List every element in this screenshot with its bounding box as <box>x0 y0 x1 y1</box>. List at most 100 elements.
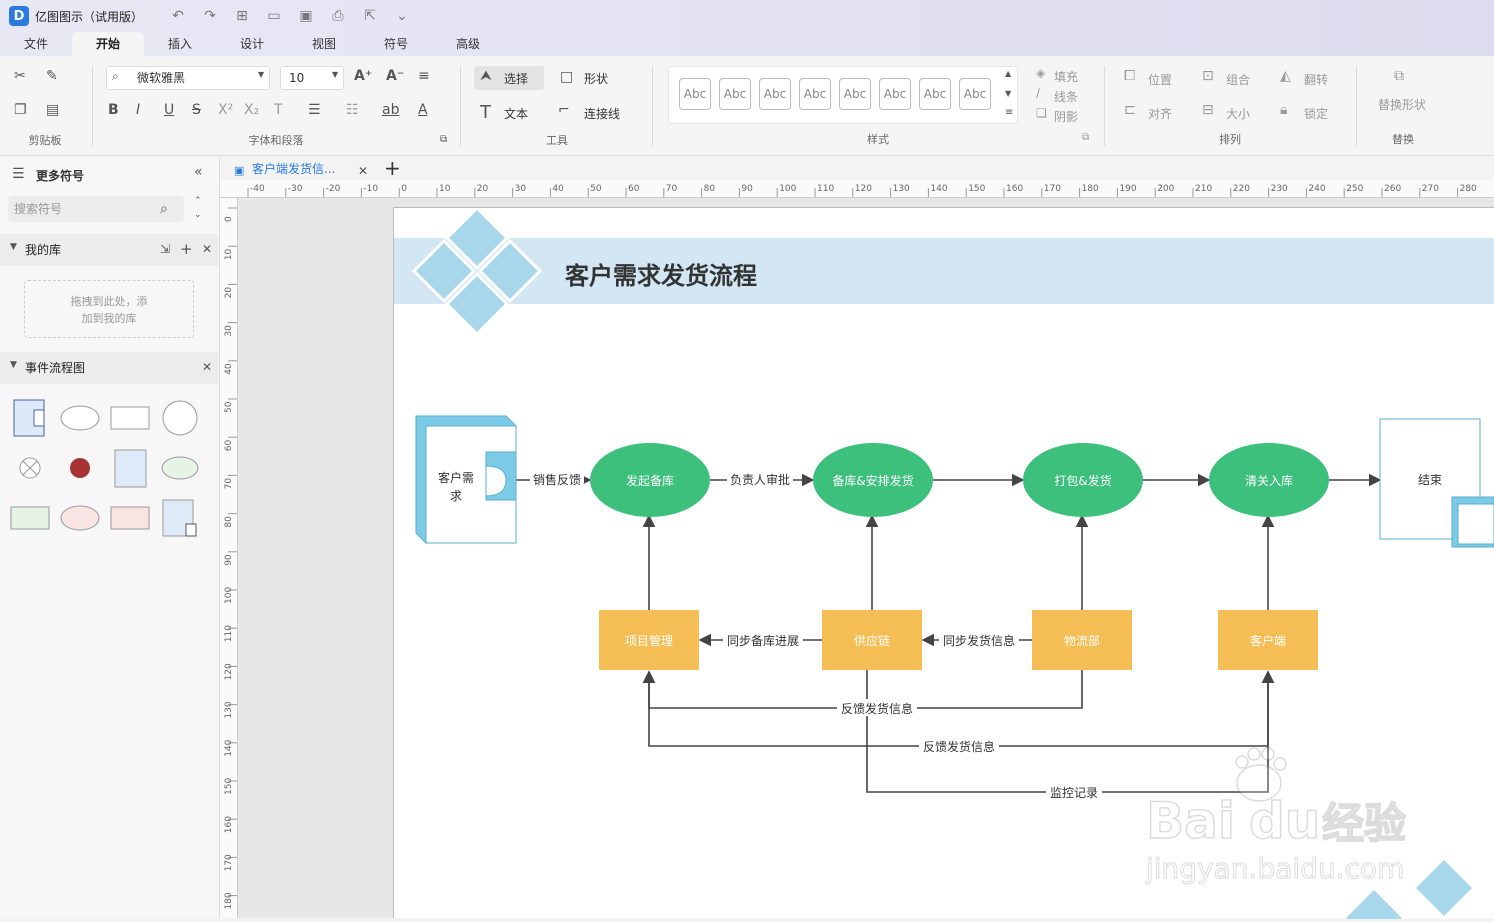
bold-icon[interactable]: B <box>108 102 119 118</box>
shape-rectangle[interactable] <box>110 406 150 430</box>
library-drop-zone[interactable]: 拖拽到此处，添 加到我的库 <box>24 280 194 338</box>
shape-terminate[interactable] <box>19 457 41 479</box>
flip-icon[interactable]: ◭ <box>1280 68 1291 84</box>
paragraph-align-icon[interactable]: ≡ <box>418 68 430 84</box>
font-grow-icon[interactable]: A⁺ <box>354 68 373 84</box>
edge-label-sync-ship[interactable]: 同步发货信息 <box>943 633 1015 648</box>
scroll-up-icon[interactable]: ▲ <box>1005 69 1012 78</box>
shape-green-ellipse[interactable] <box>161 456 199 480</box>
redo-icon[interactable]: ↷ <box>204 8 216 24</box>
menu-home[interactable]: 开始 <box>72 32 144 56</box>
paste-icon[interactable]: ▤ <box>46 102 60 118</box>
rect-node-3[interactable]: 物流部 <box>1032 610 1132 670</box>
shadow-label[interactable]: 阴影 <box>1054 110 1079 124</box>
edge-label-sales-feedback[interactable]: 销售反馈 <box>533 472 581 487</box>
bullet-list-icon[interactable]: ☷ <box>346 102 359 118</box>
style-preset-4[interactable]: Abc <box>799 78 831 110</box>
oval-node-2[interactable]: 备库&安排发货 <box>813 443 933 517</box>
export-icon[interactable]: ⇱ <box>364 8 376 24</box>
shape-start-event[interactable] <box>13 399 45 437</box>
style-preset-8[interactable]: Abc <box>959 78 991 110</box>
italic-icon[interactable]: I <box>136 102 141 118</box>
connector-icon[interactable]: ⌐ <box>558 102 570 118</box>
edge-label-sync-stock[interactable]: 同步备库进展 <box>727 633 799 648</box>
save-icon[interactable]: ▣ <box>299 8 313 24</box>
oval-node-1[interactable]: 发起备库 <box>590 443 710 517</box>
replace-shape-label[interactable]: 替换形状 <box>1378 98 1427 112</box>
highlight-icon[interactable]: ab <box>382 102 400 118</box>
text-tool-icon[interactable]: T <box>480 102 491 123</box>
shadow-icon[interactable]: ❏ <box>1036 106 1047 120</box>
shape-pink-ellipse[interactable] <box>60 505 100 531</box>
close-tab-icon[interactable]: ✕ <box>358 164 369 178</box>
line-label[interactable]: 线条 <box>1054 90 1079 104</box>
my-library-header[interactable]: 我的库 <box>0 234 218 266</box>
position-icon[interactable]: ⧠ <box>1124 68 1136 84</box>
font-name-select[interactable]: 微软雅黑 <box>106 66 270 90</box>
group-label[interactable]: 组合 <box>1226 73 1251 87</box>
align-icon[interactable]: ⊏ <box>1124 102 1136 118</box>
style-preset-6[interactable]: Abc <box>879 78 911 110</box>
symbol-search-input[interactable]: 搜索符号 <box>8 196 184 222</box>
edge-label-feedback-2[interactable]: 反馈发货信息 <box>923 739 995 754</box>
collapse-icon[interactable]: « <box>194 164 203 180</box>
select-tool[interactable]: ⮝ 选择 <box>474 66 544 90</box>
shape-ellipse[interactable] <box>60 405 100 431</box>
document-tab[interactable]: ▣ 客户端发货信... ✕ <box>228 158 376 182</box>
superscript-icon[interactable]: X² <box>218 102 234 118</box>
rectangle-icon[interactable]: □ <box>560 69 574 85</box>
rect-node-2[interactable]: 供应链 <box>822 610 922 670</box>
align-label[interactable]: 对齐 <box>1148 107 1173 121</box>
underline-icon[interactable]: U <box>164 102 175 118</box>
shape-green-rect[interactable] <box>10 506 50 530</box>
event-flowchart-header[interactable]: 事件流程图 <box>0 352 218 384</box>
end-shape[interactable]: 结束 <box>1379 418 1494 548</box>
strikethrough-icon[interactable]: S <box>192 102 201 118</box>
connector-label[interactable]: 连接线 <box>584 107 621 121</box>
expand-triangle-icon[interactable]: ▼ <box>10 242 17 252</box>
edge-label-feedback-1[interactable]: 反馈发货信息 <box>841 701 913 716</box>
fill-label[interactable]: 填充 <box>1054 70 1079 84</box>
size-icon[interactable]: ⊟ <box>1202 102 1214 118</box>
copy-icon[interactable]: ❐ <box>14 102 27 118</box>
oval-node-4[interactable]: 清关入库 <box>1209 443 1329 517</box>
edge-label-monitor[interactable]: 监控记录 <box>1050 786 1098 800</box>
format-painter-icon[interactable]: ✎ <box>46 68 58 84</box>
edge-label-manager-approve[interactable]: 负责人审批 <box>730 472 790 487</box>
cut-icon[interactable]: ✂ <box>14 68 26 84</box>
rect-node-1[interactable]: 项目管理 <box>599 610 699 670</box>
line-icon[interactable]: ∕ <box>1036 86 1041 100</box>
menu-insert[interactable]: 插入 <box>167 37 192 51</box>
lock-label[interactable]: 锁定 <box>1304 107 1329 121</box>
open-folder-icon[interactable]: ▭ <box>267 8 281 24</box>
chevron-up-icon[interactable]: ⌃ <box>194 196 202 206</box>
new-file-icon[interactable]: ⊞ <box>236 8 248 24</box>
shape-pink-rect[interactable] <box>110 506 150 530</box>
more-chevron-icon[interactable]: ⌄ <box>396 8 408 24</box>
start-shape[interactable]: 客户需 求 <box>415 415 517 544</box>
lock-icon[interactable]: 🔒︎ <box>1280 102 1288 118</box>
shape-note[interactable] <box>162 499 197 537</box>
search-icon[interactable]: ⌕ <box>160 201 168 217</box>
style-preset-7[interactable]: Abc <box>919 78 951 110</box>
menu-advanced[interactable]: 高级 <box>455 37 480 51</box>
line-spacing-icon[interactable]: ☰ <box>308 102 321 118</box>
text-label[interactable]: 文本 <box>504 107 529 121</box>
fill-icon[interactable]: ◈ <box>1036 66 1046 80</box>
subscript-icon[interactable]: X₂ <box>244 102 260 118</box>
chevron-down-icon[interactable]: ⌄ <box>194 210 202 220</box>
oval-node-3[interactable]: 打包&发货 <box>1023 443 1143 517</box>
text-case-icon[interactable]: T <box>274 102 283 118</box>
shape-circle[interactable] <box>162 400 198 436</box>
replace-shape-icon[interactable]: ⧉ <box>1394 68 1404 84</box>
scroll-down-icon[interactable]: ▼ <box>1005 89 1012 98</box>
add-icon[interactable]: + <box>180 240 193 258</box>
style-preset-1[interactable]: Abc <box>679 78 711 110</box>
style-preset-2[interactable]: Abc <box>719 78 751 110</box>
import-icon[interactable]: ⇲ <box>160 242 171 256</box>
print-icon[interactable]: ⎙ <box>332 8 344 24</box>
add-tab-icon[interactable]: + <box>384 156 401 180</box>
flip-label[interactable]: 翻转 <box>1304 73 1329 87</box>
position-label[interactable]: 位置 <box>1148 73 1173 87</box>
gallery-more-icon[interactable]: ≡ <box>1005 107 1014 118</box>
